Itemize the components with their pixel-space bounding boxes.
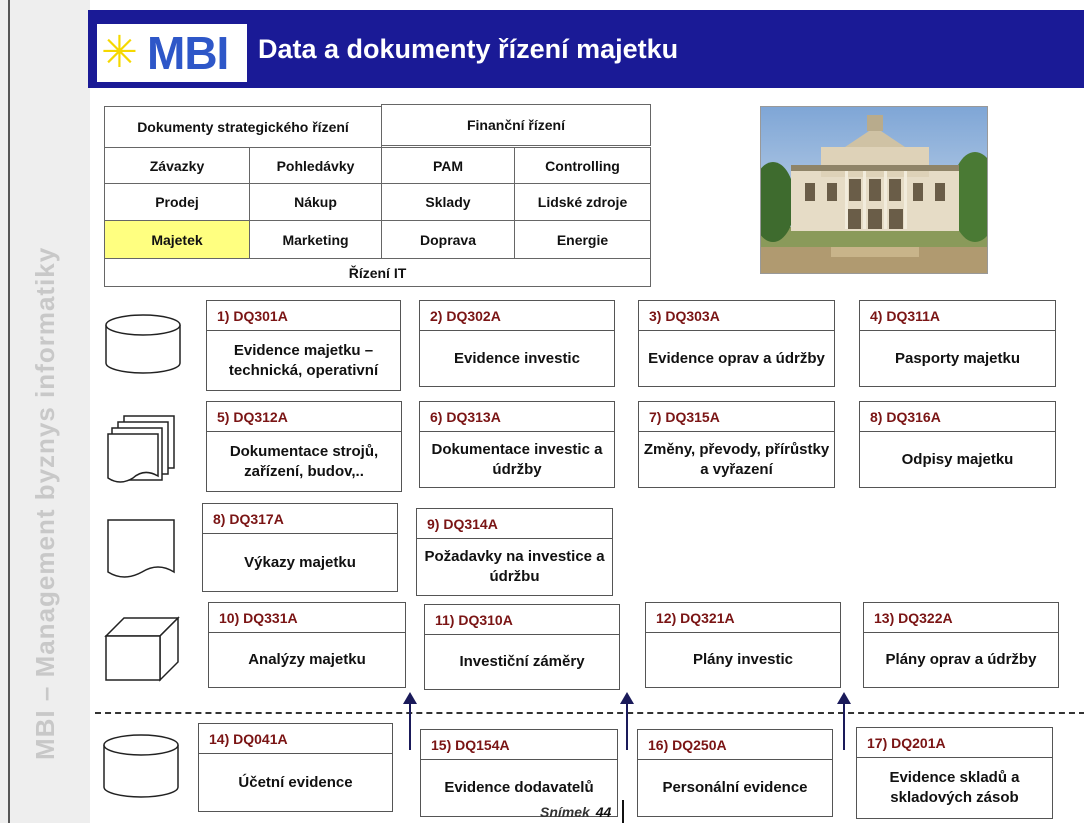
card-code: 11) DQ310A xyxy=(425,605,619,635)
left-rule xyxy=(8,0,10,823)
star-icon: ✳ xyxy=(101,28,138,77)
slide-number: Snímek 44 xyxy=(540,804,611,820)
data-card: 2) DQ302A Evidence investic xyxy=(419,300,615,387)
category-cell-majetek: Majetek xyxy=(104,220,250,259)
page-title: Data a dokumenty řízení majetku xyxy=(258,34,679,64)
data-card: 3) DQ303A Evidence oprav a údržby xyxy=(638,300,835,387)
card-text: Evidence majetku – technická, operativní xyxy=(228,341,379,379)
data-card: 13) DQ322A Plány oprav a údržby xyxy=(863,602,1059,688)
card-code: 17) DQ201A xyxy=(857,728,1052,758)
card-code: 16) DQ250A xyxy=(638,730,832,760)
card-code: 5) DQ312A xyxy=(207,402,401,432)
category-cell: Controlling xyxy=(514,147,651,184)
data-card: 15) DQ154A Evidence dodavatelů xyxy=(420,729,618,817)
arrow-up-icon xyxy=(620,692,634,750)
category-cell: Energie xyxy=(514,220,651,259)
data-card: 16) DQ250A Personální evidence xyxy=(637,729,833,817)
card-text: Účetní evidence xyxy=(238,773,353,791)
card-code: 6) DQ313A xyxy=(420,402,614,432)
card-code: 13) DQ322A xyxy=(864,603,1058,633)
theatre-photo xyxy=(760,106,988,274)
data-card: 6) DQ313A Dokumentace investic a údržby xyxy=(419,401,615,488)
footer-marker xyxy=(622,800,642,823)
slide-number-value: 44 xyxy=(595,804,612,820)
card-code: 15) DQ154A xyxy=(421,730,617,760)
category-cell: Lidské zdroje xyxy=(514,183,651,221)
card-code: 9) DQ314A xyxy=(417,509,612,539)
card-code: 14) DQ041A xyxy=(199,724,392,754)
data-card: 5) DQ312A Dokumentace strojů, zařízení, … xyxy=(206,401,402,492)
category-cell: Závazky xyxy=(104,147,250,184)
data-card: 11) DQ310A Investiční záměry xyxy=(424,604,620,690)
card-code: 8) DQ317A xyxy=(203,504,397,534)
logo-text: MBI xyxy=(147,27,229,79)
card-code: 1) DQ301A xyxy=(207,301,400,331)
card-text: Evidence oprav a údržby xyxy=(648,349,825,367)
card-text: Výkazy majetku xyxy=(244,553,356,571)
database-icon xyxy=(105,314,181,374)
data-card: 12) DQ321A Plány investic xyxy=(645,602,841,688)
data-card: 4) DQ311A Pasporty majetku xyxy=(859,300,1056,387)
mbi-logo: ✳ MBI xyxy=(97,24,247,82)
card-text: Dokumentace investic a údržby xyxy=(431,440,603,478)
card-code: 3) DQ303A xyxy=(639,301,834,331)
category-strategic: Dokumenty strategického řízení xyxy=(104,106,382,148)
arrow-up-icon xyxy=(403,692,417,750)
data-card: 17) DQ201A Evidence skladů a skladových … xyxy=(856,727,1053,819)
category-financial: Finanční řízení xyxy=(381,104,651,146)
database-icon xyxy=(103,734,179,798)
data-card: 7) DQ315A Změny, převody, přírůstky a vy… xyxy=(638,401,835,488)
card-code: 12) DQ321A xyxy=(646,603,840,633)
card-text: Analýzy majetku xyxy=(248,651,366,668)
category-cell: Marketing xyxy=(249,220,382,259)
cube-icon xyxy=(104,616,180,682)
card-text: Odpisy majetku xyxy=(901,450,1014,468)
card-text: Personální evidence xyxy=(662,779,808,796)
data-card: 8) DQ317A Výkazy majetku xyxy=(202,503,398,592)
data-card: 9) DQ314A Požadavky na investice a údržb… xyxy=(416,508,613,596)
data-card: 1) DQ301A Evidence majetku – technická, … xyxy=(206,300,401,391)
card-text: Dokumentace strojů, zařízení, budov,.. xyxy=(229,442,379,480)
data-card: 10) DQ331A Analýzy majetku xyxy=(208,602,406,688)
category-cell: Pohledávky xyxy=(249,147,382,184)
document-icon xyxy=(107,519,175,578)
data-card: 8) DQ316A Odpisy majetku xyxy=(859,401,1056,488)
card-text: Evidence investic xyxy=(454,349,580,367)
card-code: 4) DQ311A xyxy=(860,301,1055,331)
category-cell: Nákup xyxy=(249,183,382,221)
header-bar xyxy=(88,10,1084,88)
card-text: Změny, převody, přírůstky a vyřazení xyxy=(643,440,830,478)
card-code: 8) DQ316A xyxy=(860,402,1055,432)
card-code: 2) DQ302A xyxy=(420,301,614,331)
card-text: Evidence dodavatelů xyxy=(444,779,594,796)
vertical-title: MBI – Management byznys informatiky xyxy=(30,246,60,760)
card-text: Evidence skladů a skladových zásob xyxy=(889,769,1020,806)
card-text: Pasporty majetku xyxy=(894,349,1021,367)
category-it: Řízení IT xyxy=(104,258,651,287)
documents-icon xyxy=(107,415,175,483)
data-card: 14) DQ041A Účetní evidence xyxy=(198,723,393,812)
category-cell: Prodej xyxy=(104,183,250,221)
card-code: 7) DQ315A xyxy=(639,402,834,432)
separator-line xyxy=(95,712,1084,714)
category-cell: Sklady xyxy=(381,183,515,221)
left-strip xyxy=(0,0,90,823)
card-text: Investiční záměry xyxy=(459,653,585,670)
category-cell: Doprava xyxy=(381,220,515,259)
card-text: Plány investic xyxy=(692,651,794,668)
card-code: 10) DQ331A xyxy=(209,603,405,633)
slide-label: Snímek xyxy=(540,804,590,820)
card-text: Plány oprav a údržby xyxy=(885,651,1037,668)
category-cell: PAM xyxy=(381,147,515,184)
arrow-up-icon xyxy=(837,692,851,750)
card-text: Požadavky na investice a údržbu xyxy=(424,548,605,585)
